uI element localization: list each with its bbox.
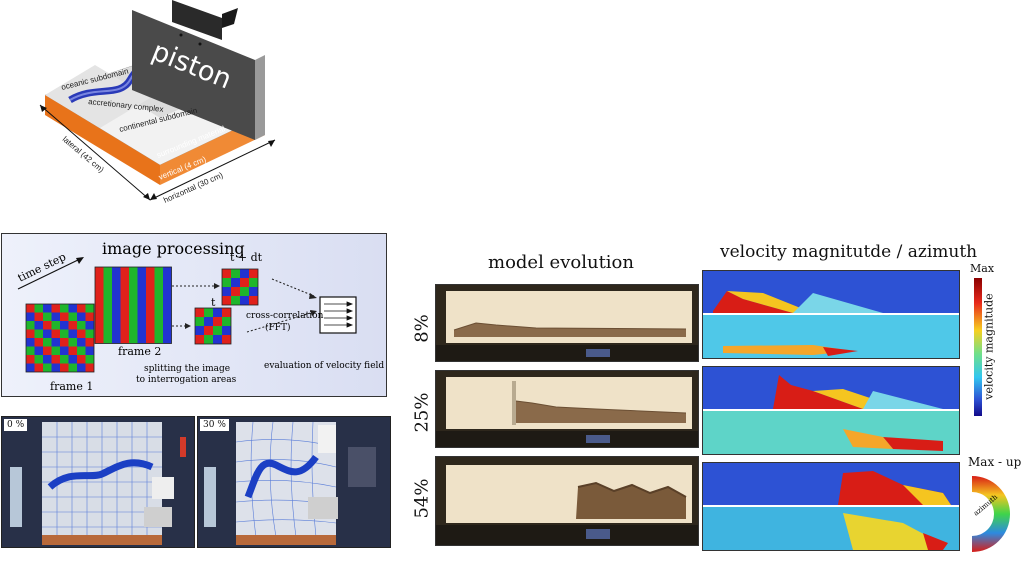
splitting-label-2: to interrogation areas — [136, 375, 237, 385]
time-step-label: time step — [16, 250, 68, 284]
splitting-label-1: splitting the image — [144, 364, 230, 374]
azimuth-max-label: Max - up — [968, 455, 1022, 469]
frame1-label: frame 1 — [50, 380, 93, 393]
photo-30-percent-tag: 30 % — [200, 419, 229, 431]
sandbox-setup-diagram: piston oceanic subdomain accretionary co… — [39, 0, 276, 205]
cross-correlation-label: cross-correlation — [246, 311, 324, 321]
velocity-map-54 — [702, 462, 960, 551]
frame2-grid — [94, 266, 172, 344]
evaluation-label: evaluation of velocity field — [264, 361, 384, 371]
interrogation-area-t — [194, 307, 232, 345]
model-photo-8 — [435, 284, 699, 362]
model-evolution-title: model evolution — [488, 252, 634, 273]
velocity-colorbar — [974, 278, 982, 416]
model-photo-25 — [435, 370, 699, 448]
photo-initial-tag: 0 % — [4, 419, 28, 431]
processing-diagram: image processing time step frame 1 frame… — [16, 239, 385, 393]
photo-30-percent: 30 % — [197, 416, 391, 548]
frame1-grid — [25, 303, 95, 373]
velocity-map-8 — [702, 270, 960, 359]
velocity-map-25 — [702, 366, 960, 455]
model-photo-54 — [435, 456, 699, 546]
t-label: t — [211, 296, 216, 309]
t-dt-label: t + dt — [230, 251, 263, 264]
velocity-title: velocity magnitutde / azimuth — [720, 242, 978, 262]
stage-label-1: 8% — [411, 314, 433, 343]
fft-label: (FFT) — [265, 322, 291, 333]
interrogation-area-t-dt — [221, 268, 259, 306]
stage-label-2: 25% — [411, 392, 433, 433]
stage-label-3: 54% — [411, 478, 433, 519]
azimuth-color-wheel: azimuth — [972, 476, 1010, 552]
velocity-arrows — [324, 301, 354, 328]
colorbar-label: velocity magnitude — [982, 293, 996, 400]
image-processing-panel: image processing time step frame 1 frame… — [1, 233, 387, 397]
frame2-label: frame 2 — [118, 345, 161, 358]
colorbar-max-label: Max — [970, 262, 995, 275]
velocity-field-box — [319, 296, 357, 334]
photo-initial: 0 % — [1, 416, 195, 548]
processing-title: image processing — [102, 239, 245, 258]
